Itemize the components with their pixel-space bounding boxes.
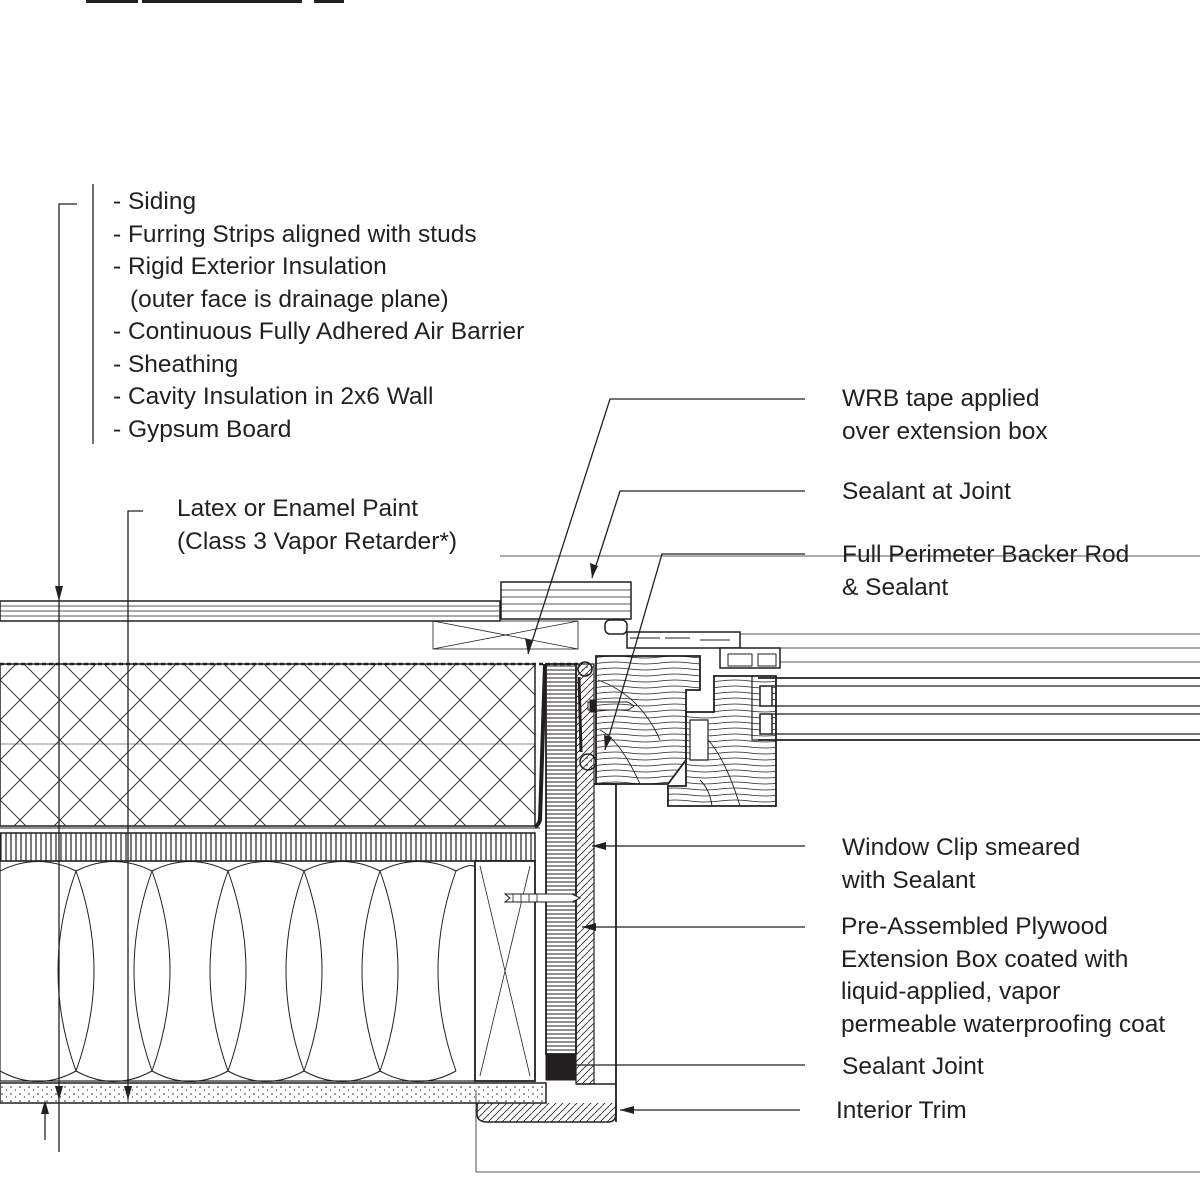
rigid-exterior-insulation [0,662,578,827]
window-frame [595,619,781,807]
insulated-glass-unit [758,677,1200,741]
extension-box-line: Extension Box coated with [841,945,1129,973]
wall-assembly-item: - Continuous Fully Adhered Air Barrier [113,318,525,345]
wall-assembly-item: (outer face is drainage plane) [130,285,449,313]
wrb-tape-label: WRB tape applied over extension box [842,383,1048,448]
wall-assembly-item: - Siding [113,188,197,215]
extension-box-line: permeable waterproofing coat [841,1010,1166,1038]
window-clip-line: Window Clip smeared [842,834,1081,861]
window-clip-label: Window Clip smeared with Sealant [842,832,1080,897]
dimension-reference-lines [475,555,1200,1173]
gypsum-board [0,1082,617,1123]
interior-trim-label: Interior Trim [836,1095,967,1128]
sealant-joint-label: Sealant Joint [842,1051,984,1084]
wall-assembly-item: - Sheathing [113,350,239,378]
paint-note-label: Latex or Enamel Paint (Class 3 Vapor Ret… [177,493,457,558]
wall-assembly-item: - Gypsum Board [113,415,292,443]
leader-arrowheads [41,563,634,1114]
wall-assembly-item: - Rigid Exterior Insulation [113,253,387,280]
wall-assembly-list: - Siding - Furring Strips aligned with s… [113,186,524,446]
sealant-joint-line: Sealant Joint [842,1053,984,1080]
leader-lines [44,184,805,1152]
paint-note-line: Latex or Enamel Paint [177,495,419,522]
backer-rod-line: Full Perimeter Backer Rod [842,541,1130,568]
wall-assembly-item: - Furring Strips aligned with studs [113,220,477,248]
backer-rod-label: Full Perimeter Backer Rod & Sealant [842,539,1129,604]
backer-rod-and-sealant [577,661,597,771]
wrb-tape-line: over extension box [842,417,1048,445]
extension-box-line: liquid-applied, vapor [841,978,1061,1005]
sealant-at-joint-line: Sealant at Joint [842,478,1011,505]
extension-box-label: Pre-Assembled Plywood Extension Box coat… [841,911,1200,1041]
top-cropped-title-fragment [86,0,344,3]
backer-rod-line: & Sealant [842,573,949,601]
interior-trim-line: Interior Trim [836,1097,967,1124]
exterior-trim-board [500,581,632,620]
sheathing [0,663,547,862]
furring-gap [432,620,579,650]
paint-note-line: (Class 3 Vapor Retarder*) [177,527,458,555]
extension-box-line: Pre-Assembled Plywood [841,913,1108,940]
wall-assembly-item: - Cavity Insulation in 2x6 Wall [113,383,434,410]
window-clip-line: with Sealant [842,866,976,894]
siding [0,600,501,622]
wrb-tape-line: WRB tape applied [842,385,1040,412]
cavity-insulation [0,860,477,1082]
plywood-extension-box [545,663,617,1122]
sealant-at-joint-label: Sealant at Joint [842,476,1011,509]
